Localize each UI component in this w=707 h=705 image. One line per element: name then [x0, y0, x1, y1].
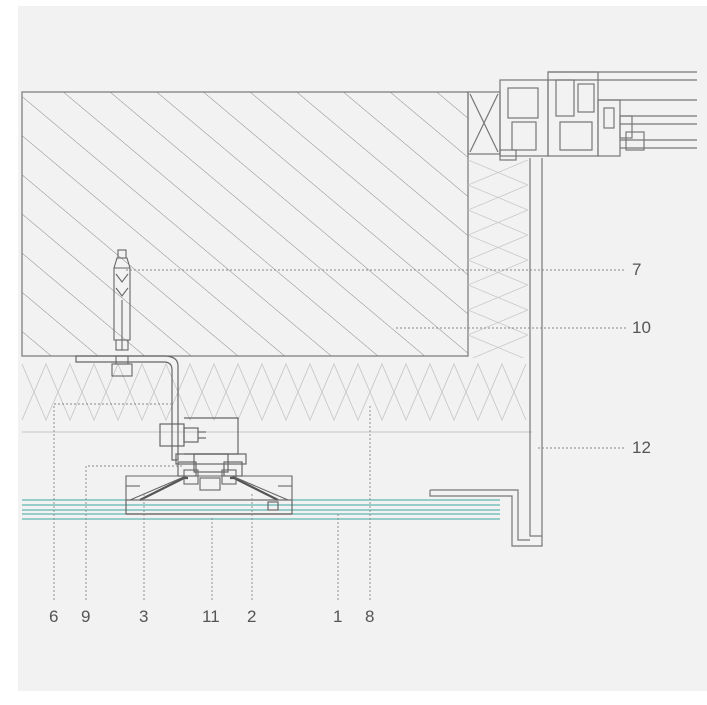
insulation-layer: [21, 362, 527, 422]
fixing-profile: [175, 417, 247, 477]
callout-10: 10: [632, 318, 651, 337]
callout-9: 9: [81, 607, 91, 626]
cladding-sheet: [429, 158, 543, 547]
callout-12: 12: [632, 438, 651, 457]
bottom-plate: [125, 499, 293, 515]
callout-2: 2: [247, 607, 257, 626]
anchor-bolt: [111, 249, 133, 377]
callout-8: 8: [365, 607, 375, 626]
callout-1: 1: [333, 607, 343, 626]
callout-6: 6: [49, 607, 59, 626]
callout-7: 7: [632, 260, 642, 279]
leader-lines: [53, 269, 626, 600]
leader-9: [85, 465, 182, 600]
callout-3: 3: [139, 607, 149, 626]
window-frame: [467, 71, 697, 161]
callout-11: 11: [202, 607, 220, 626]
concrete-slab: [21, 91, 469, 357]
vertical-insulation: [468, 159, 528, 358]
support-bracket: [75, 355, 206, 461]
leader-6: [53, 403, 172, 600]
